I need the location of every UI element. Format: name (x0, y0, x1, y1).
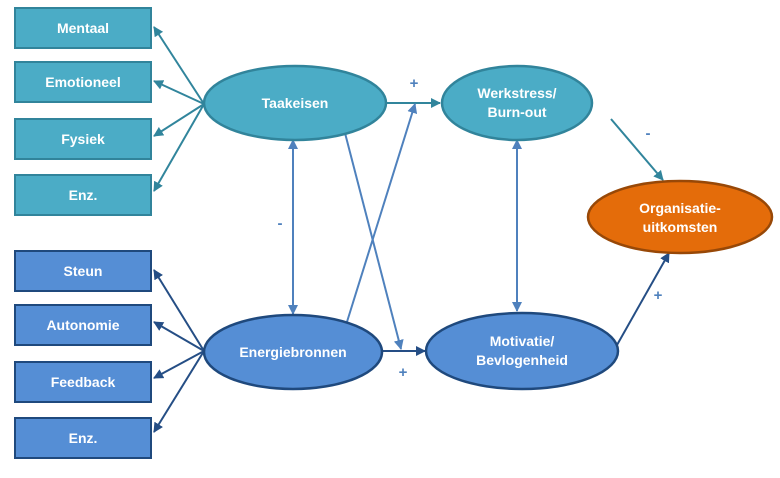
sign-taakeisen-werkstress: + (410, 75, 419, 92)
resource-box-steun: Steun (14, 250, 152, 292)
demand-box-emotioneel: Emotioneel (14, 61, 152, 103)
sign-werkstress-organisatie: - (646, 125, 651, 142)
node-werkstress: Werkstress/ Burn-out (440, 64, 594, 142)
connector-taakeisen-fysiek (153, 103, 205, 137)
arrow-werkstress-organisatie (610, 118, 664, 181)
connector-taakeisen-enz (153, 103, 205, 192)
node-werkstress-label-line1: Werkstress/ (477, 85, 556, 101)
sign-taakeisen-energiebronnen: - (278, 215, 283, 232)
connector-taakeisen-mentaal (153, 26, 205, 105)
node-motivatie-label-line2: Bevlogenheid (476, 352, 568, 368)
demand-box-enz: Enz. (14, 174, 152, 216)
demand-label-fysiek: Fysiek (61, 131, 105, 147)
demand-label-emotioneel: Emotioneel (45, 74, 120, 90)
resource-label-autonomie: Autonomie (46, 317, 119, 333)
demand-label-mentaal: Mentaal (57, 20, 109, 36)
connector-energiebronnen-enz (153, 350, 205, 433)
resource-box-enz: Enz. (14, 417, 152, 459)
node-werkstress-label-line2: Burn-out (487, 104, 546, 120)
node-taakeisen: Taakeisen (202, 64, 388, 142)
sign-energiebronnen-motivatie: + (399, 364, 408, 381)
node-motivatie-label-line1: Motivatie/ (490, 333, 555, 349)
resource-box-feedback: Feedback (14, 361, 152, 403)
demand-connectors (153, 26, 205, 192)
resource-box-autonomie: Autonomie (14, 304, 152, 346)
demand-label-enz: Enz. (69, 187, 98, 203)
resource-label-enz: Enz. (69, 430, 98, 446)
node-organisatie-label-line2: uitkomsten (643, 219, 718, 235)
demand-box-fysiek: Fysiek (14, 118, 152, 160)
connector-taakeisen-emotioneel (153, 80, 205, 105)
node-organisatie-label-line1: Organisatie- (639, 200, 721, 216)
arrow-energiebronnen-werkstress (345, 103, 418, 326)
demand-box-mentaal: Mentaal (14, 7, 152, 49)
resource-label-feedback: Feedback (51, 374, 116, 390)
node-energiebronnen: Energiebronnen (202, 313, 384, 391)
connector-energiebronnen-steun (153, 269, 205, 352)
node-organisatie: Organisatie- uitkomsten (586, 179, 774, 255)
resource-label-steun: Steun (64, 263, 103, 279)
connector-energiebronnen-autonomie (153, 321, 205, 352)
node-energiebronnen-label: Energiebronnen (239, 344, 346, 360)
node-taakeisen-label: Taakeisen (262, 95, 329, 111)
resource-connectors (153, 269, 205, 433)
connector-energiebronnen-feedback (153, 350, 205, 379)
arrow-motivatie-organisatie (616, 252, 670, 346)
sign-motivatie-organisatie: + (654, 287, 663, 304)
node-motivatie: Motivatie/ Bevlogenheid (424, 311, 620, 391)
